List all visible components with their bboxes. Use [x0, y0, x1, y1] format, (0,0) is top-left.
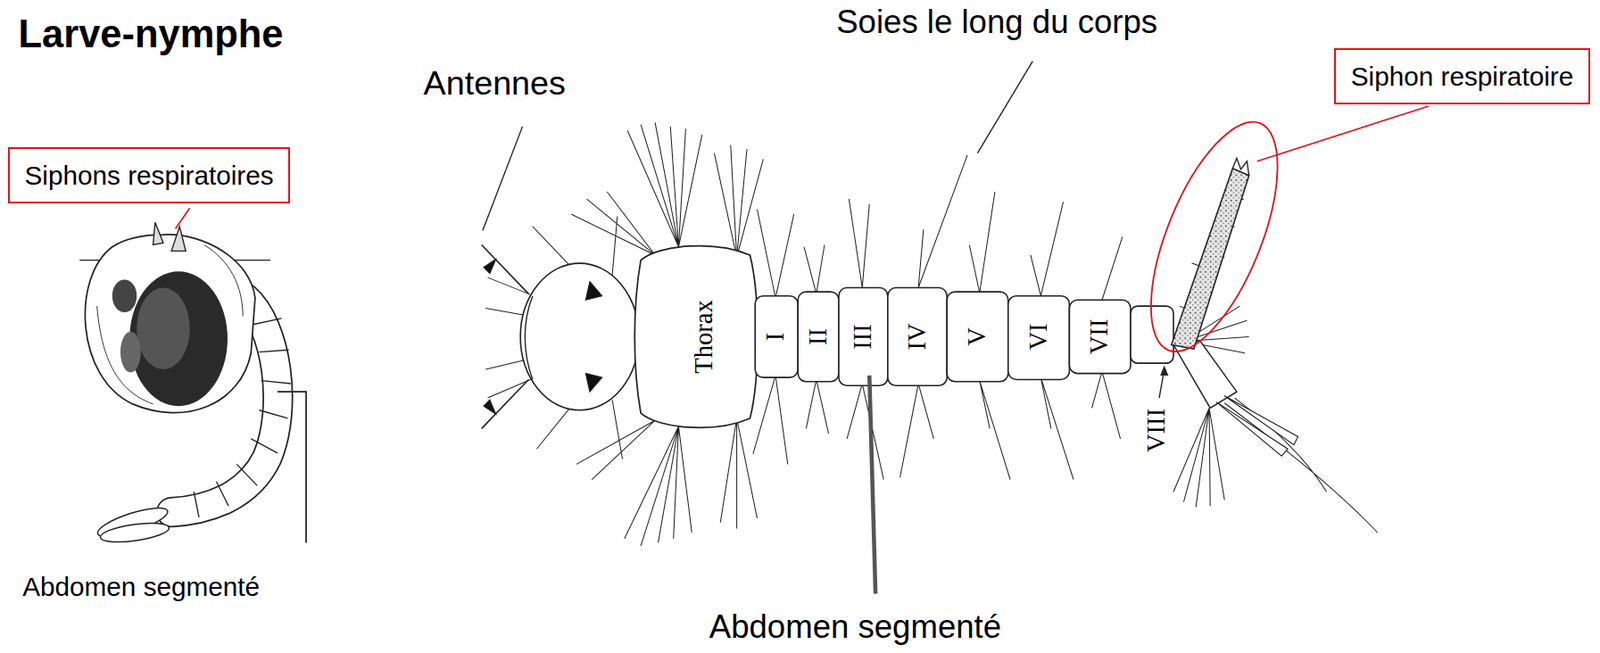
diagram-title: Larve-nymphe: [18, 12, 284, 58]
callout-text: Siphon respiratoire: [1351, 61, 1574, 92]
part-label: Antennes: [423, 64, 566, 103]
segment-number: V: [962, 327, 993, 347]
larva-drawing: [481, 61, 1429, 595]
callout-box: Siphon respiratoire: [1334, 48, 1590, 105]
callout-text: Siphons respiratoires: [24, 160, 274, 191]
segment-number: III: [848, 323, 879, 350]
callout-box: Siphons respiratoires: [8, 147, 291, 204]
segment-number: II: [804, 328, 834, 346]
segment-number: IV: [903, 323, 933, 350]
segment-number: VIII: [1142, 408, 1172, 453]
segment-number: I: [762, 332, 792, 342]
segment-number: VII: [1085, 318, 1115, 355]
part-label: Abdomen segmenté: [22, 572, 260, 603]
part-label: Abdomen segmenté: [709, 608, 1002, 647]
segment-label: Thorax: [688, 299, 719, 374]
segment-number: VI: [1024, 323, 1054, 350]
part-label: Soies le long du corps: [836, 3, 1158, 42]
pupa-drawing: [79, 207, 307, 546]
